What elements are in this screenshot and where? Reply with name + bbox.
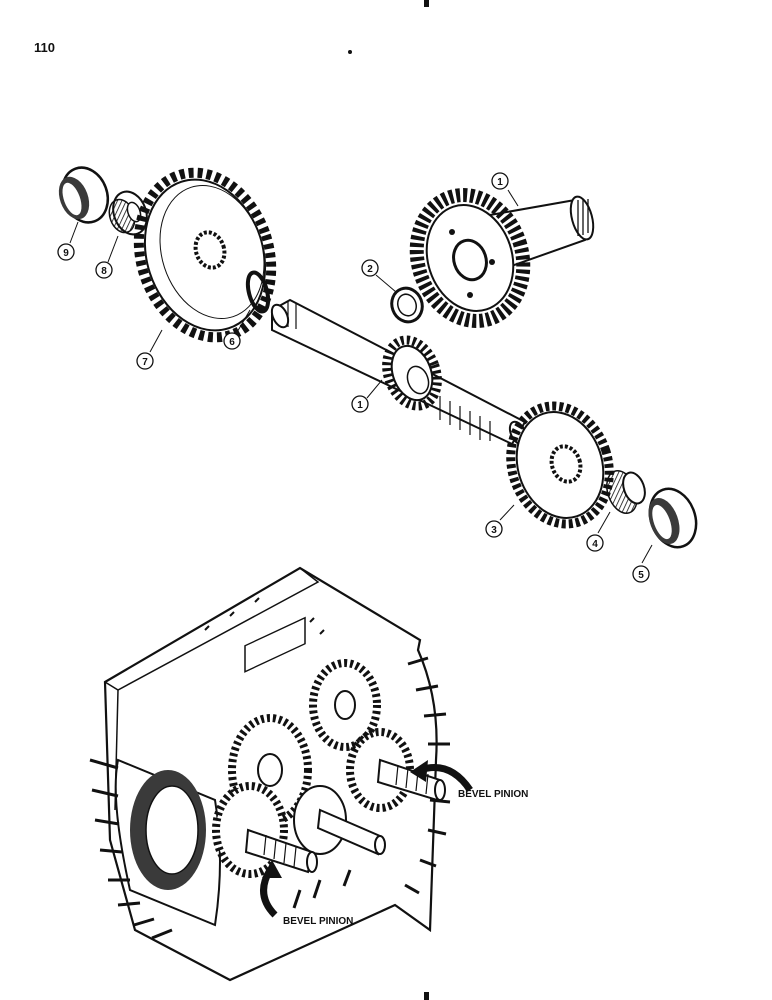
svg-text:7: 7	[142, 357, 148, 368]
snap-ring-6	[245, 270, 271, 314]
crop-mark	[424, 0, 429, 7]
callout-9: 9	[57, 243, 75, 261]
callout-5: 5	[632, 565, 650, 583]
arrow-bottom	[260, 860, 282, 918]
svg-text:5: 5	[638, 570, 644, 581]
svg-text:3: 3	[491, 525, 497, 536]
svg-text:8: 8	[101, 266, 107, 277]
callout-1-top: 1	[491, 172, 509, 190]
ink-dot	[348, 50, 352, 54]
callout-7: 7	[136, 352, 154, 370]
spur-gear-7	[133, 167, 277, 343]
bevel-pinion-label-bottom: BEVEL PINION	[283, 916, 353, 927]
crop-mark	[424, 992, 429, 1000]
page-number: 110	[34, 40, 55, 55]
bearing-ring-2	[390, 286, 424, 324]
callout-4: 4	[586, 534, 604, 552]
bevel-pinion-shaft-bottom	[244, 828, 318, 874]
callout-8: 8	[95, 261, 113, 279]
idler-shaft	[316, 808, 386, 856]
svg-text:1: 1	[357, 400, 363, 411]
svg-text:4: 4	[592, 539, 598, 550]
callout-3: 3	[485, 520, 503, 538]
bearing-cup-5	[648, 487, 698, 549]
gear-cluster	[212, 659, 414, 878]
spur-gear-3	[506, 401, 614, 529]
pinion-shaft-1	[270, 298, 528, 446]
bevel-gear-1	[409, 188, 595, 328]
transmission-housing	[89, 566, 451, 982]
svg-text:9: 9	[63, 248, 69, 259]
callout-1-center: 1	[351, 395, 369, 413]
bearing-cup-9	[58, 166, 110, 224]
svg-text:2: 2	[367, 264, 373, 275]
bearing-cone-4	[606, 470, 646, 514]
arrow-right	[410, 760, 473, 793]
svg-text:6: 6	[229, 337, 235, 348]
svg-text:1: 1	[497, 177, 503, 188]
callout-2: 2	[361, 259, 379, 277]
bevel-pinion-label-right: BEVEL PINION	[458, 789, 528, 800]
callout-6: 6	[223, 332, 241, 350]
